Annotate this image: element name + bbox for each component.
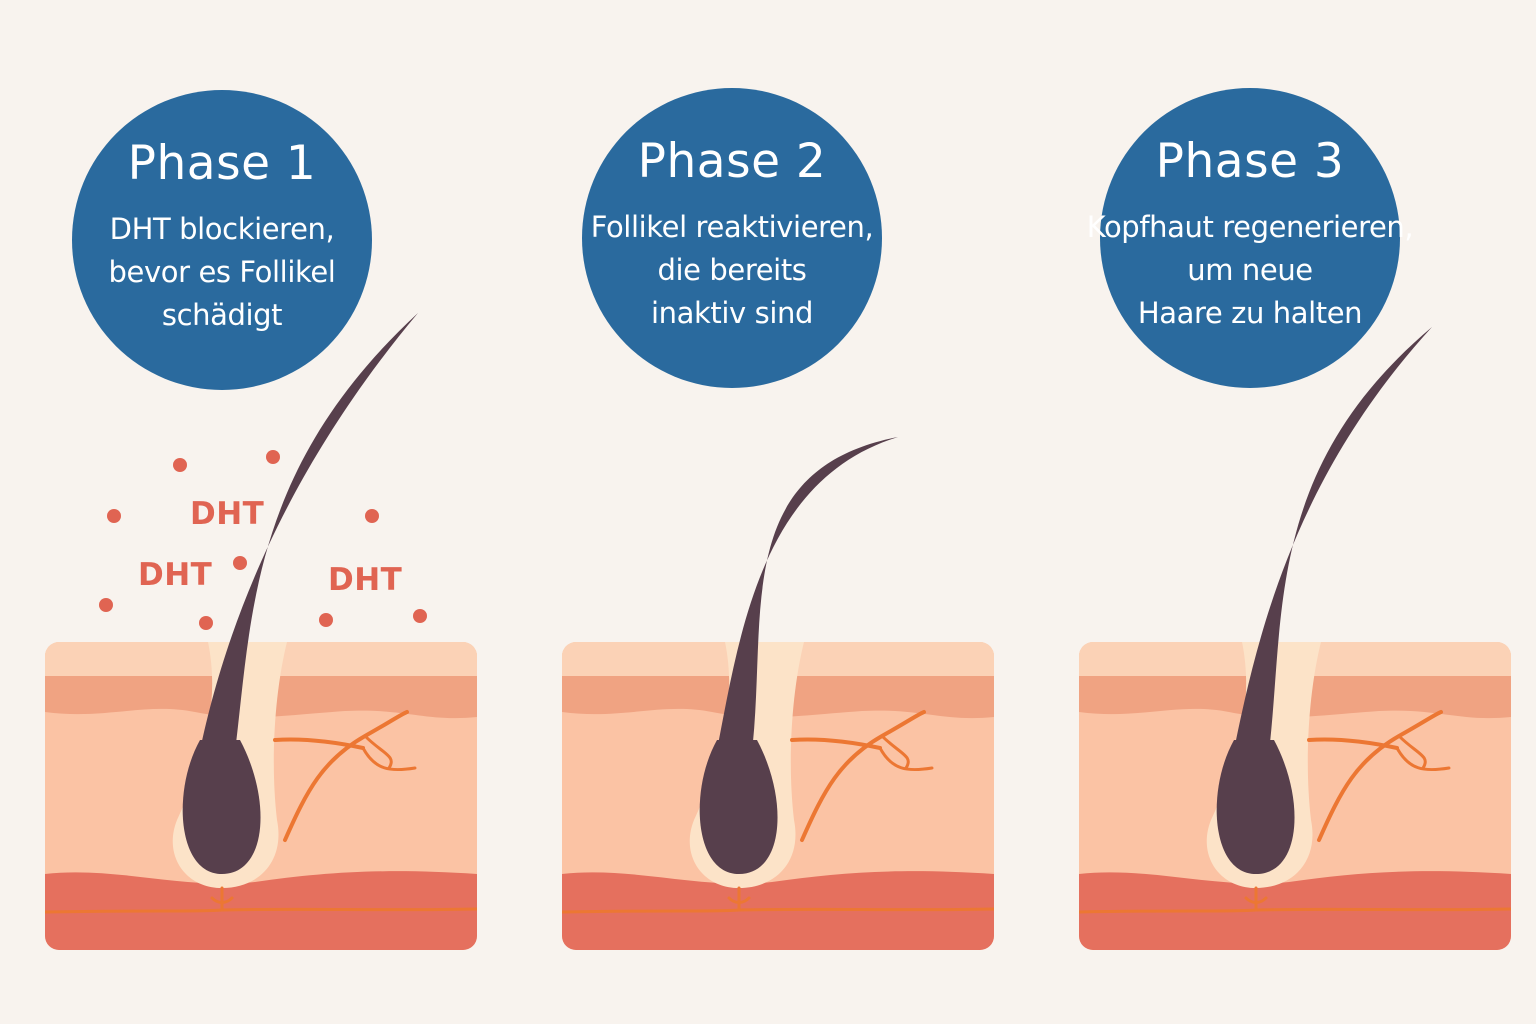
skin-section-1 bbox=[45, 642, 477, 950]
phase-2-bubble: Phase 2 Follikel reaktivieren, die berei… bbox=[582, 88, 882, 388]
blood-vessel-icon bbox=[361, 746, 417, 772]
skin-section-2 bbox=[562, 642, 994, 950]
blood-vessel-icon bbox=[210, 886, 234, 912]
phase-1-desc-line-2: bevor es Follikel bbox=[108, 255, 336, 289]
blood-vessel-icon bbox=[878, 746, 934, 772]
hair-follicle-icon bbox=[1216, 740, 1295, 874]
phase-1-desc-line-3: schädigt bbox=[161, 298, 283, 332]
blood-vessel-icon bbox=[1397, 734, 1427, 770]
dht-particle-icon bbox=[199, 616, 213, 630]
phase-1-desc-line-1: DHT blockieren, bbox=[109, 212, 335, 246]
dht-label-2: DHT bbox=[138, 557, 213, 593]
blood-vessel-icon bbox=[283, 710, 409, 842]
blood-vessel-icon bbox=[1307, 737, 1399, 750]
blood-vessel-icon bbox=[790, 737, 882, 750]
phase-3-bubble: Phase 3 Kopfhaut regenerieren, um neue H… bbox=[1087, 88, 1414, 388]
blood-vessel-icon bbox=[880, 734, 910, 770]
blood-vessel-icon bbox=[363, 734, 393, 770]
dht-particle-icon bbox=[413, 609, 427, 623]
phase-2-desc-line-3: inaktiv sind bbox=[651, 296, 813, 330]
phase-2-desc-line-1: Follikel reaktivieren, bbox=[590, 210, 874, 244]
blood-vessel-icon bbox=[1244, 886, 1268, 912]
phase-3-desc-line-2: um neue bbox=[1187, 253, 1313, 287]
phase-3-title: Phase 3 bbox=[1155, 134, 1345, 189]
phase-1-title: Phase 1 bbox=[127, 136, 317, 191]
blood-vessel-icon bbox=[273, 737, 365, 750]
dht-label-1: DHT bbox=[190, 496, 265, 532]
hair-follicle-icon bbox=[699, 740, 778, 874]
dht-label-3: DHT bbox=[328, 562, 403, 598]
dht-particle-icon bbox=[107, 509, 121, 523]
dht-particle-icon bbox=[365, 509, 379, 523]
dht-particle-icon bbox=[319, 613, 333, 627]
phase-2-desc-line-2: die bereits bbox=[657, 253, 807, 287]
dht-particle-icon bbox=[99, 598, 113, 612]
dht-particle-icon bbox=[233, 556, 247, 570]
hair-shaft-1 bbox=[198, 313, 418, 760]
blood-vessel-icon bbox=[1317, 710, 1443, 842]
blood-vessel-icon bbox=[1395, 746, 1451, 772]
phase-1-bubble: Phase 1 DHT blockieren, bevor es Follike… bbox=[72, 90, 372, 390]
dht-particle-icon bbox=[173, 458, 187, 472]
phase-3-desc-line-3: Haare zu halten bbox=[1137, 296, 1363, 330]
hair-shaft-3 bbox=[1232, 327, 1432, 760]
phase-2-title: Phase 2 bbox=[637, 134, 827, 189]
blood-vessel-icon bbox=[727, 886, 751, 912]
blood-vessel-icon bbox=[800, 710, 926, 842]
dht-particle-icon bbox=[266, 450, 280, 464]
skin-section-3 bbox=[1079, 642, 1511, 950]
hair-follicle-icon bbox=[182, 740, 261, 874]
hair-shaft-2 bbox=[715, 437, 898, 760]
phase-3-desc-line-1: Kopfhaut regenerieren, bbox=[1086, 210, 1414, 244]
